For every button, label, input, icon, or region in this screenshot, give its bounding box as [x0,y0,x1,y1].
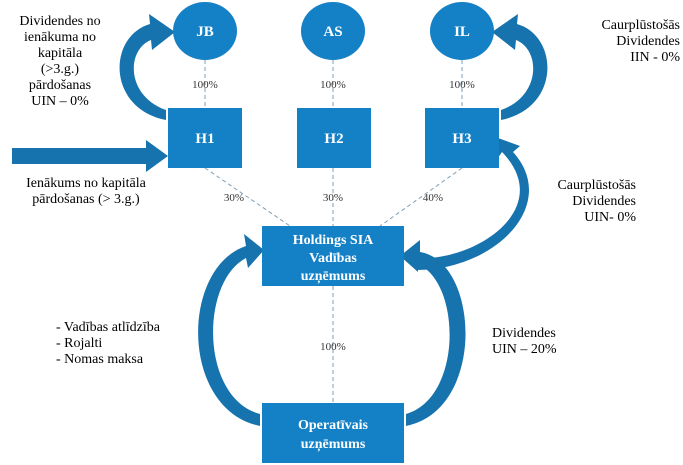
main-company-line-3: uzņēmums [301,269,366,284]
note-line: IIN - 0% [630,50,680,65]
note-h3-dividends: Caurplūstošās Dividendes UIN- 0% [530,178,636,226]
pct-as-h2: 100% [320,79,346,91]
note-operating-dividends: Dividendes UIN – 20% [492,326,592,358]
note-line: Dividendes [616,34,680,49]
arrow-h1-to-jb [119,14,175,120]
note-line: Ienākums no kapitāla [26,176,146,191]
note-line: Dividendes [572,194,636,209]
note-jb-dividends: Dividendes no ienākuma no kapitāla (>3.g… [4,14,116,110]
note-line: pārdošanas [28,78,92,93]
holding-h2 [297,108,371,168]
note-line: - Nomas maksa [56,352,144,367]
note-line: - Rojalti [56,336,103,351]
note-line: UIN- 0% [584,210,636,225]
note-line: Dividendes no [19,14,101,29]
note-line: kapitāla [37,46,83,61]
arrow-main-to-h3 [416,138,529,270]
holding-h3-label: H3 [452,131,471,147]
main-company-box [262,226,404,286]
line-h1-main [204,167,291,227]
note-line: Dividendes [492,326,556,341]
operating-company-line-1: Operatīvais [298,418,369,433]
connector-lines [204,60,463,403]
main-company-line-1: Holdings SIA [293,233,374,248]
line-h3-main [379,167,463,227]
arrow-operating-to-main-right [400,240,466,426]
note-line: ienākuma no [24,30,96,45]
pct-h2-main: 30% [323,192,343,204]
holding-nodes [168,108,499,168]
note-line: - Vadības atlīdzība [56,320,160,335]
pct-main-operating: 100% [320,341,346,353]
note-il-dividends: Caurplūstošās Dividendes IIN - 0% [566,18,680,66]
pct-il-h3: 100% [449,79,475,91]
arrow-h3-to-il [492,14,548,120]
pct-h1-main: 30% [224,192,244,204]
operating-company-line-2: uzņēmums [301,437,366,452]
note-line: Caurplūstošās [601,18,680,33]
holding-h2-label: H2 [324,131,343,147]
person-as-label: AS [323,24,342,40]
person-as [301,2,365,60]
person-il-label: IL [454,24,470,40]
flow-arrows [12,14,548,426]
holding-h1-label: H1 [195,131,214,147]
people-nodes [173,2,494,60]
pct-h3-main: 40% [423,192,443,204]
person-jb-label: JB [196,24,214,40]
holding-h3 [425,108,499,168]
person-il [430,2,494,60]
note-line: UIN – 0% [31,94,89,109]
arrow-income-to-h1 [12,140,168,172]
note-line: Caurplūstošās [557,178,636,193]
note-line: pārdošanas (> 3.g.) [32,192,140,207]
note-line: (>3.g.) [40,62,80,77]
pct-jb-h1: 100% [192,79,218,91]
holding-h1 [168,108,242,168]
main-company-line-2: Vadības [309,251,357,266]
arrow-operating-to-main-left [198,234,264,426]
operating-company-box [262,403,404,463]
note-line: UIN – 20% [492,342,557,357]
note-h1-income: Ienākums no kapitāla pārdošanas (> 3.g.) [6,176,166,208]
note-operating-payments: - Vadības atlīdzība - Rojalti - Nomas ma… [56,320,196,368]
person-jb [173,2,237,60]
